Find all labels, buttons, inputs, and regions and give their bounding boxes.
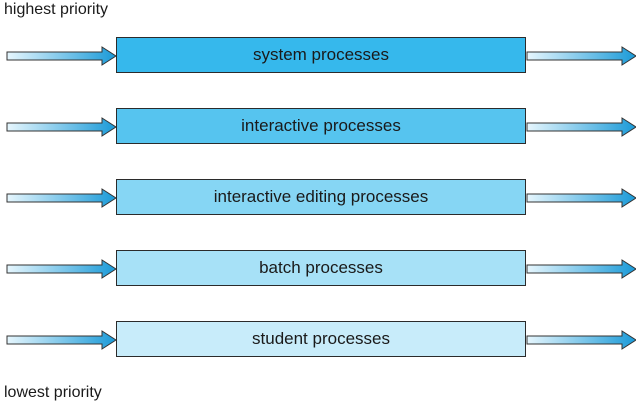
queue-row-student: student processes <box>0 320 636 360</box>
incoming-arrow-icon <box>6 330 117 350</box>
queue-row-batch: batch processes <box>0 249 636 289</box>
queue-box-system-processes: system processes <box>116 37 526 73</box>
outgoing-arrow-icon <box>526 259 636 279</box>
queue-label: batch processes <box>259 258 383 277</box>
queue-row-interactive: interactive processes <box>0 107 636 147</box>
queue-box-batch-processes: batch processes <box>116 250 526 286</box>
queue-row-system: system processes <box>0 36 636 76</box>
incoming-arrow-icon <box>6 259 117 279</box>
outgoing-arrow-icon <box>526 117 636 137</box>
outgoing-arrow-icon <box>526 46 636 66</box>
incoming-arrow-icon <box>6 117 117 137</box>
lowest-priority-label: lowest priority <box>4 384 102 401</box>
queue-box-student-processes: student processes <box>116 321 526 357</box>
queue-label: interactive editing processes <box>213 187 429 206</box>
incoming-arrow-icon <box>6 188 117 208</box>
queue-box-interactive-editing-processes: interactive editing processes <box>116 179 526 215</box>
incoming-arrow-icon <box>6 46 117 66</box>
queue-row-interactive-editing: interactive editing processes <box>0 178 636 218</box>
outgoing-arrow-icon <box>526 188 636 208</box>
outgoing-arrow-icon <box>526 330 636 350</box>
queue-label: system processes <box>252 45 390 64</box>
queue-box-interactive-processes: interactive processes <box>116 108 526 144</box>
queue-label: student processes <box>252 329 390 348</box>
highest-priority-label: highest priority <box>4 1 109 18</box>
queue-label: interactive processes <box>241 116 401 135</box>
